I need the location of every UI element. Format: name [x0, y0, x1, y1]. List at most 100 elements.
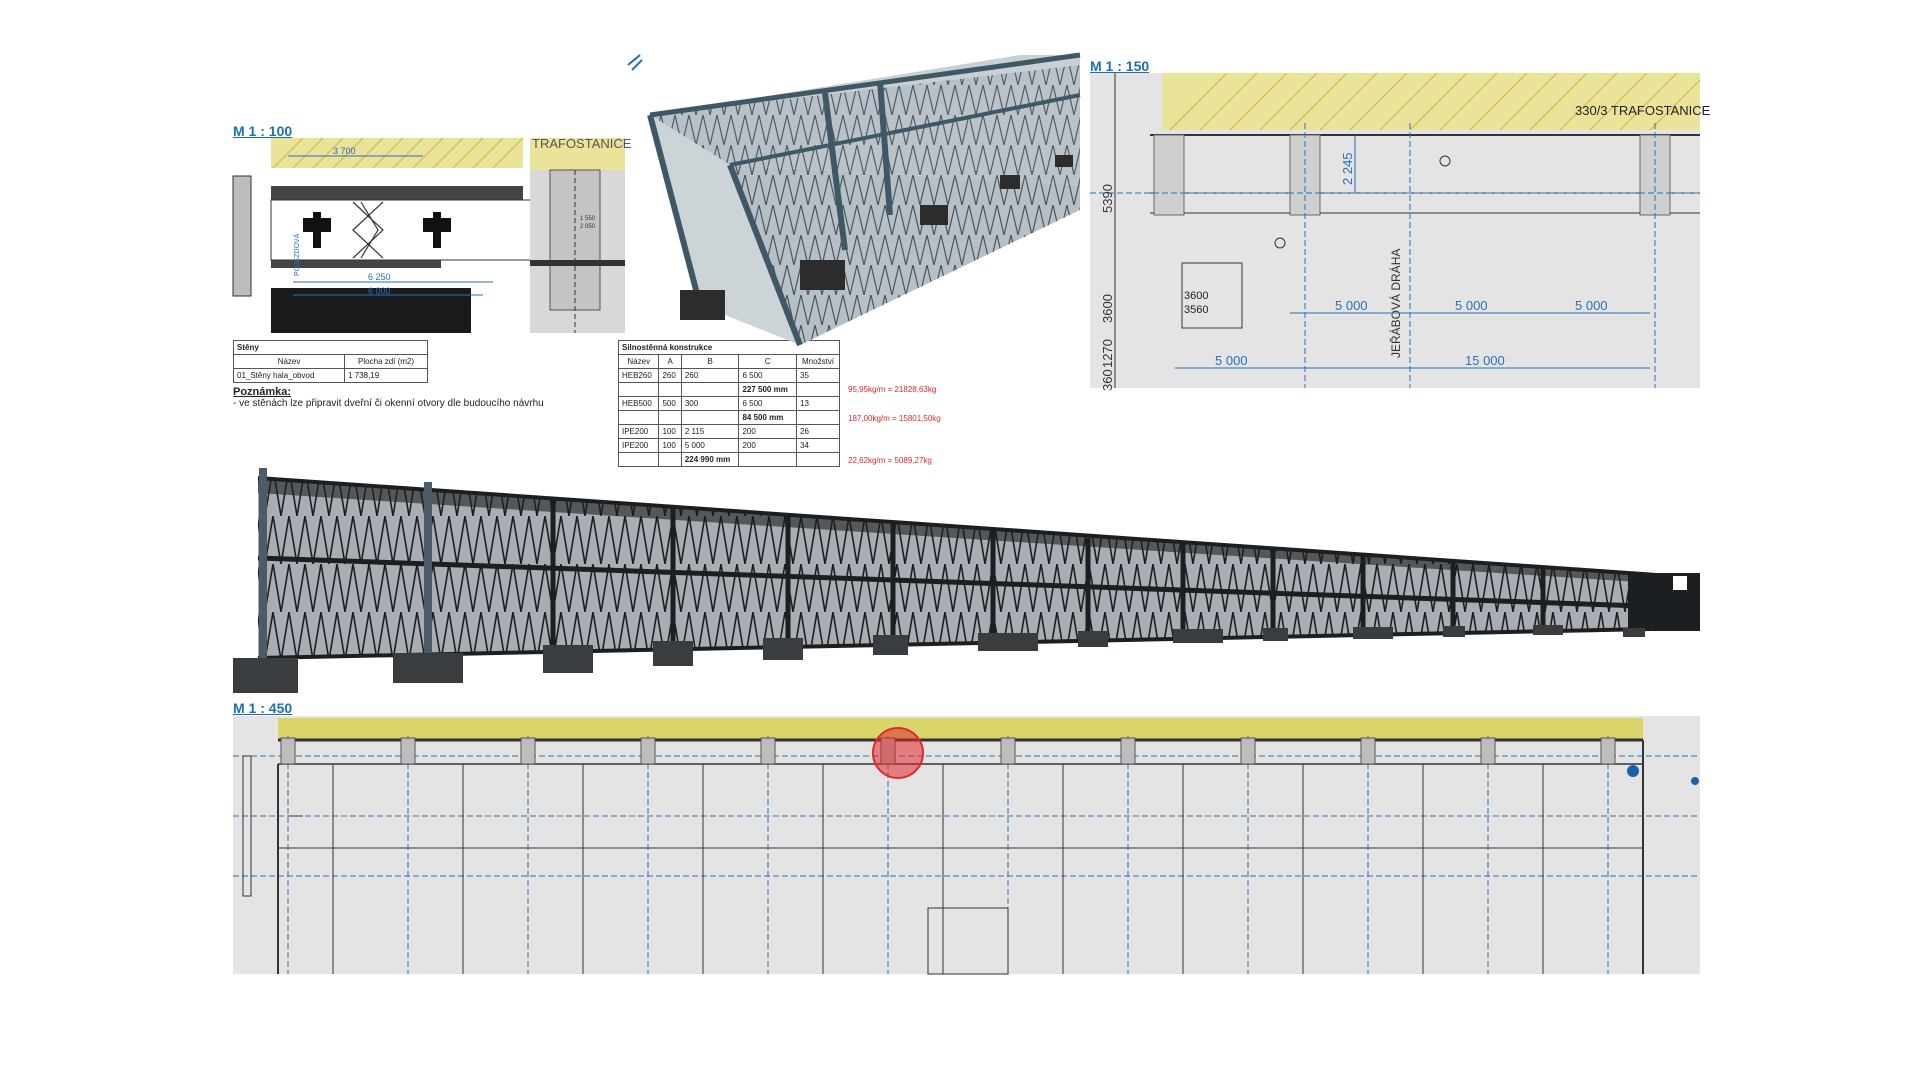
steel-table-title: Silnostěnná konstrukce — [618, 340, 840, 355]
steel-cell — [658, 382, 682, 397]
plan-detail-svg: 330/3 TRAFOSTANICE 2 245 5390 3600 1270 … — [1090, 72, 1711, 391]
steel-cell: IPE200 — [617, 438, 660, 453]
left-dim-360: 360 — [1100, 369, 1115, 391]
steel-cell — [796, 410, 840, 425]
highlight-marker[interactable] — [872, 727, 924, 779]
plan-detail-drawing: 330/3 TRAFOSTANICE 2 245 5390 3600 1270 … — [1090, 72, 1711, 391]
steel-cell: 100 — [658, 424, 682, 439]
long-wall-render-svg — [233, 468, 1701, 693]
row2-dim-b: 15 000 — [1465, 353, 1505, 368]
steel-cell: 5 000 — [680, 438, 740, 453]
walls-table-title: Stěny — [233, 340, 428, 355]
walls-cell: 01_Stěny hala_obvod — [232, 368, 346, 383]
crane-label: JEŘÁBOVÁ DRÁHA — [1388, 249, 1403, 358]
steel-cell — [617, 452, 660, 467]
partial-label-trafostanice: TRAFOSTANICE — [532, 136, 632, 151]
steel-cell: 6 500 — [738, 368, 798, 383]
scale-label-top-right: M 1 : 150 — [1090, 58, 1150, 74]
perspective-render-svg — [627, 52, 1081, 347]
walls-cell: 1 738,19 — [344, 368, 428, 383]
steel-cell — [796, 382, 840, 397]
steel-cell: 260 — [658, 368, 682, 383]
vertical-label-pojezdova: POJEZDOVÁ — [292, 233, 301, 276]
steel-cell: 100 — [658, 438, 682, 453]
dim-6250: 6 250 — [368, 272, 391, 282]
steel-cell: IPE200 — [617, 424, 660, 439]
scale-label-bottom: M 1 : 450 — [233, 700, 293, 716]
steel-header: B — [680, 354, 740, 369]
steel-header: Množství — [796, 354, 840, 369]
left-dim-3600: 3600 — [1100, 294, 1115, 323]
walls-header-name: Název — [232, 354, 346, 369]
partial-section-svg: TRAFOSTANICE 1 550 2 050 — [530, 136, 632, 333]
dim-6000: 6 000 — [368, 286, 391, 296]
steel-cell: 34 — [796, 438, 840, 453]
section-detail-svg: 3 700 6 250 6 000 POJEZDOVÁ — [232, 137, 532, 333]
weight-heb260: 95,95kg/m = 21828,63kg — [848, 385, 937, 394]
steel-cell: 84 500 mm — [738, 410, 798, 425]
steel-cell: HEB260 — [617, 368, 660, 383]
note-title: Poznámka: — [233, 386, 292, 398]
small-dim-2: 2 050 — [580, 224, 596, 230]
steel-cell: 26 — [796, 424, 840, 439]
steel-table: Silnostěnná konstrukce Název A B C Množs… — [617, 340, 840, 467]
long-wall-render — [233, 468, 1701, 693]
steel-cell — [658, 410, 682, 425]
steel-cell — [658, 452, 682, 467]
steel-table-wrapper: Silnostěnná konstrukce Název A B C Množs… — [617, 340, 840, 467]
scale-label-top-left: M 1 : 100 — [233, 123, 293, 139]
label-trafostanice: 330/3 TRAFOSTANICE — [1575, 103, 1711, 118]
table-row: 84 500 mm — [617, 410, 840, 425]
steel-header: A — [658, 354, 682, 369]
steel-cell: 300 — [680, 396, 740, 411]
steel-cell: 13 — [796, 396, 840, 411]
steel-cell: 500 — [658, 396, 682, 411]
dim-3700: 3 700 — [333, 146, 356, 156]
left-dim-5390: 5390 — [1100, 184, 1115, 213]
partial-section-drawing: TRAFOSTANICE 1 550 2 050 — [530, 136, 632, 333]
steel-cell: 35 — [796, 368, 840, 383]
section-detail-drawing: 3 700 6 250 6 000 POJEZDOVÁ — [232, 137, 532, 333]
left-dim-1270: 1270 — [1100, 339, 1115, 368]
table-row: 227 500 mm — [617, 382, 840, 397]
perspective-render — [627, 52, 1081, 347]
walls-table-wrapper: Stěny Název Plocha zdí (m2) 01_Stěny hal… — [232, 340, 544, 409]
small-dim-1: 1 550 — [580, 216, 596, 222]
row1-dim-c: 5 000 — [1575, 298, 1608, 313]
weight-ipe200: 22,62kg/m = 5089,27kg — [848, 456, 932, 465]
steel-cell — [796, 452, 840, 467]
dim-2245: 2 245 — [1340, 152, 1355, 185]
box-label-3600: 3600 — [1184, 290, 1208, 302]
steel-cell: HEB500 — [617, 396, 660, 411]
steel-header: Název — [617, 354, 660, 369]
pencil-mark-icon — [630, 58, 643, 71]
note-text: - ve stěnách lze připravit dveřní či oke… — [233, 398, 544, 409]
steel-cell: 6 500 — [738, 396, 798, 411]
steel-cell — [680, 410, 740, 425]
steel-cell: 260 — [680, 368, 740, 383]
row1-dim-b: 5 000 — [1455, 298, 1488, 313]
steel-cell — [738, 452, 798, 467]
table-row: 01_Stěny hala_obvod 1 738,19 — [232, 368, 428, 383]
walls-table: Stěny Název Plocha zdí (m2) 01_Stěny hal… — [232, 340, 428, 383]
weight-heb500: 187,00kg/m = 15801,50kg — [848, 414, 941, 423]
table-row: 224 990 mm — [617, 452, 840, 467]
steel-cell: 2 115 — [680, 424, 740, 439]
steel-cell: 200 — [738, 424, 798, 439]
steel-header: C — [738, 354, 798, 369]
walls-header-area: Plocha zdí (m2) — [344, 354, 428, 369]
steel-cell — [617, 382, 660, 397]
row1-dim-a: 5 000 — [1335, 298, 1368, 313]
overall-plan-svg — [233, 716, 1700, 975]
steel-cell: 227 500 mm — [738, 382, 798, 397]
overall-plan-drawing — [233, 716, 1700, 975]
steel-cell: 224 990 mm — [680, 452, 740, 467]
steel-cell — [617, 410, 660, 425]
steel-cell: 200 — [738, 438, 798, 453]
row2-dim-a: 5 000 — [1215, 353, 1248, 368]
steel-cell — [680, 382, 740, 397]
